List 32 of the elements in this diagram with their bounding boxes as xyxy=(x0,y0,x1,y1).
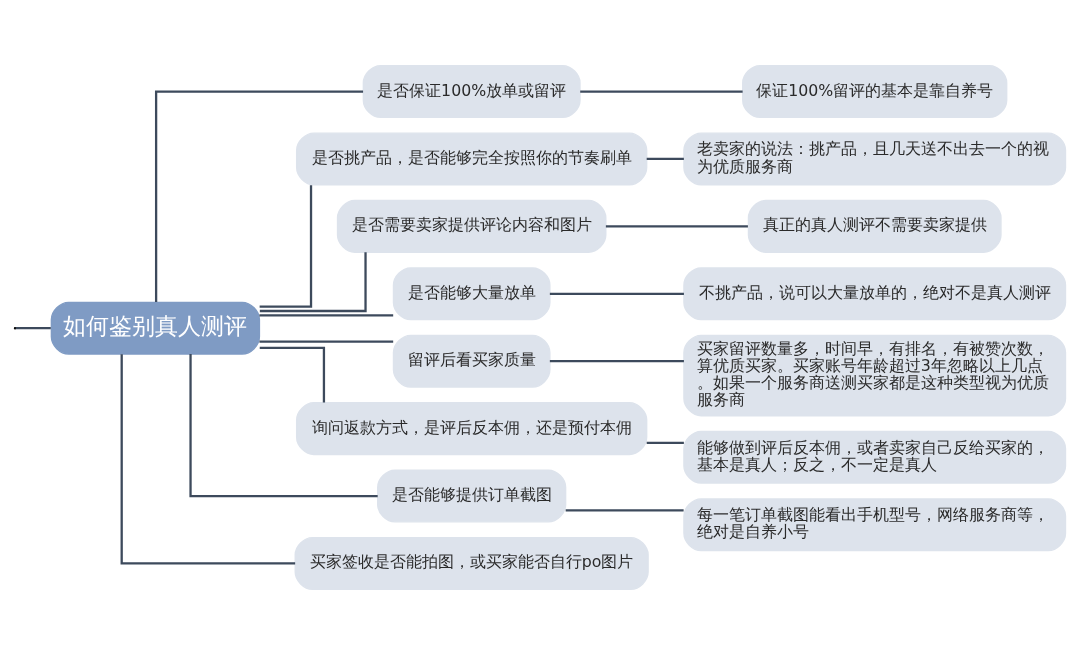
node-box: 保证100%留评的基本是靠自养号 xyxy=(742,64,1008,118)
node-box: 每一笔订单截图能看出手机型号，网络服务商等，绝对是自养小号 xyxy=(683,497,1067,551)
node-box: 留评后看买家质量 xyxy=(392,334,551,388)
node-box: 老卖家的说法：挑产品，且几天送不出去一个的视为优质服务商 xyxy=(683,131,1067,185)
node-box: 如何鉴别真人测评 xyxy=(50,301,261,355)
node-box: 是否挑产品，是否能够完全按照你的节奏刷单 xyxy=(295,131,648,185)
node-box: 真正的真人测评不需要卖家提供 xyxy=(747,199,1002,253)
connector xyxy=(565,508,684,512)
node-box: 不挑产品，说可以大量放单的，绝对不是真人测评 xyxy=(683,266,1067,320)
node-box: 是否需要卖家提供评论内容和图片 xyxy=(336,199,607,253)
connector xyxy=(15,326,51,329)
node-box: 买家留评数量多，时间早，有排名，有被赞次数，算优质买家。买家账号年龄超过3年忽略以上几点。如果一个服务商送测买家都是这种类型视为优质服务商 xyxy=(683,334,1067,416)
node-box: 买家签收是否能拍图，或买家能否自行po图片 xyxy=(294,536,649,590)
node-box: 能够做到评后反本佣，或者卖家自己反给买家的，基本是真人；反之，不一定是真人 xyxy=(683,430,1067,484)
connector xyxy=(154,89,364,302)
node-box: 是否能够大量放单 xyxy=(392,266,551,320)
connector xyxy=(189,353,378,497)
connector xyxy=(120,353,296,565)
connector xyxy=(549,359,684,362)
connector xyxy=(259,313,394,316)
connector xyxy=(259,346,326,403)
connector xyxy=(259,251,367,312)
node-box: 是否能够提供订单截图 xyxy=(377,469,567,523)
connector xyxy=(646,157,684,160)
connector xyxy=(580,89,743,93)
connector xyxy=(259,339,394,343)
connector xyxy=(605,224,748,228)
connector xyxy=(549,292,684,295)
node-box: 是否保证100%放单或留评 xyxy=(362,64,581,118)
node-box: 询问返款方式，是评后反本佣，还是预付本佣 xyxy=(295,401,648,455)
connector xyxy=(646,441,684,444)
connector xyxy=(259,184,313,308)
